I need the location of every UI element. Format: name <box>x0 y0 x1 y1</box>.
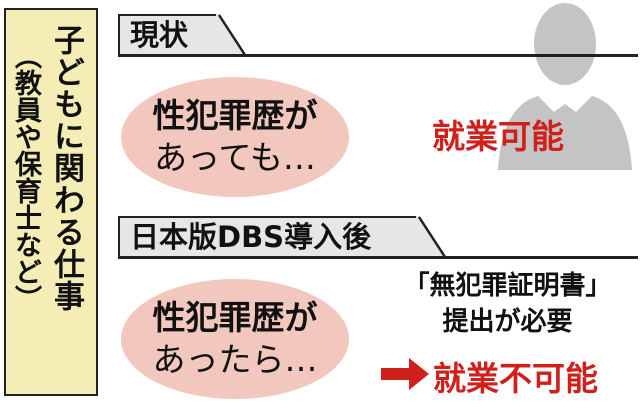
header-tab-slant <box>216 14 246 56</box>
status-employable: 就業可能 <box>432 117 564 156</box>
right-arrow-icon <box>381 358 429 390</box>
side-subtitle: （教員や保育士など） <box>10 42 41 312</box>
requirement-line1: 「無犯罪証明書」 <box>403 271 612 301</box>
header-tab-slant <box>416 216 446 258</box>
requirement-line2: 提出が必要 <box>442 307 573 337</box>
section-divider-current <box>118 54 638 57</box>
section-header-after-dbs-label: 日本版DBS導入後 <box>118 216 418 256</box>
bubble-current: 性犯罪歴が あっても… <box>121 77 349 197</box>
bubble-after-dbs-line2: あったら… <box>152 340 318 379</box>
person-silhouette-icon <box>498 3 632 170</box>
bubble-current-line2: あっても… <box>154 138 316 177</box>
bubble-current-line1: 性犯罪歴が <box>152 96 318 135</box>
requirement-text: 「無犯罪証明書」 提出が必要 <box>380 268 635 340</box>
status-not-employable: 就業不可能 <box>433 359 598 398</box>
section-header-current-label: 現状 <box>118 14 218 54</box>
bubble-after-dbs-line1: 性犯罪歴が <box>152 298 318 337</box>
bubble-after-dbs: 性犯罪歴が あったら… <box>121 279 349 399</box>
section-divider-after-dbs <box>118 256 638 259</box>
side-title: 子どもに関わる仕事 <box>48 24 84 312</box>
side-label-panel: 子どもに関わる仕事 （教員や保育士など） <box>4 8 98 396</box>
